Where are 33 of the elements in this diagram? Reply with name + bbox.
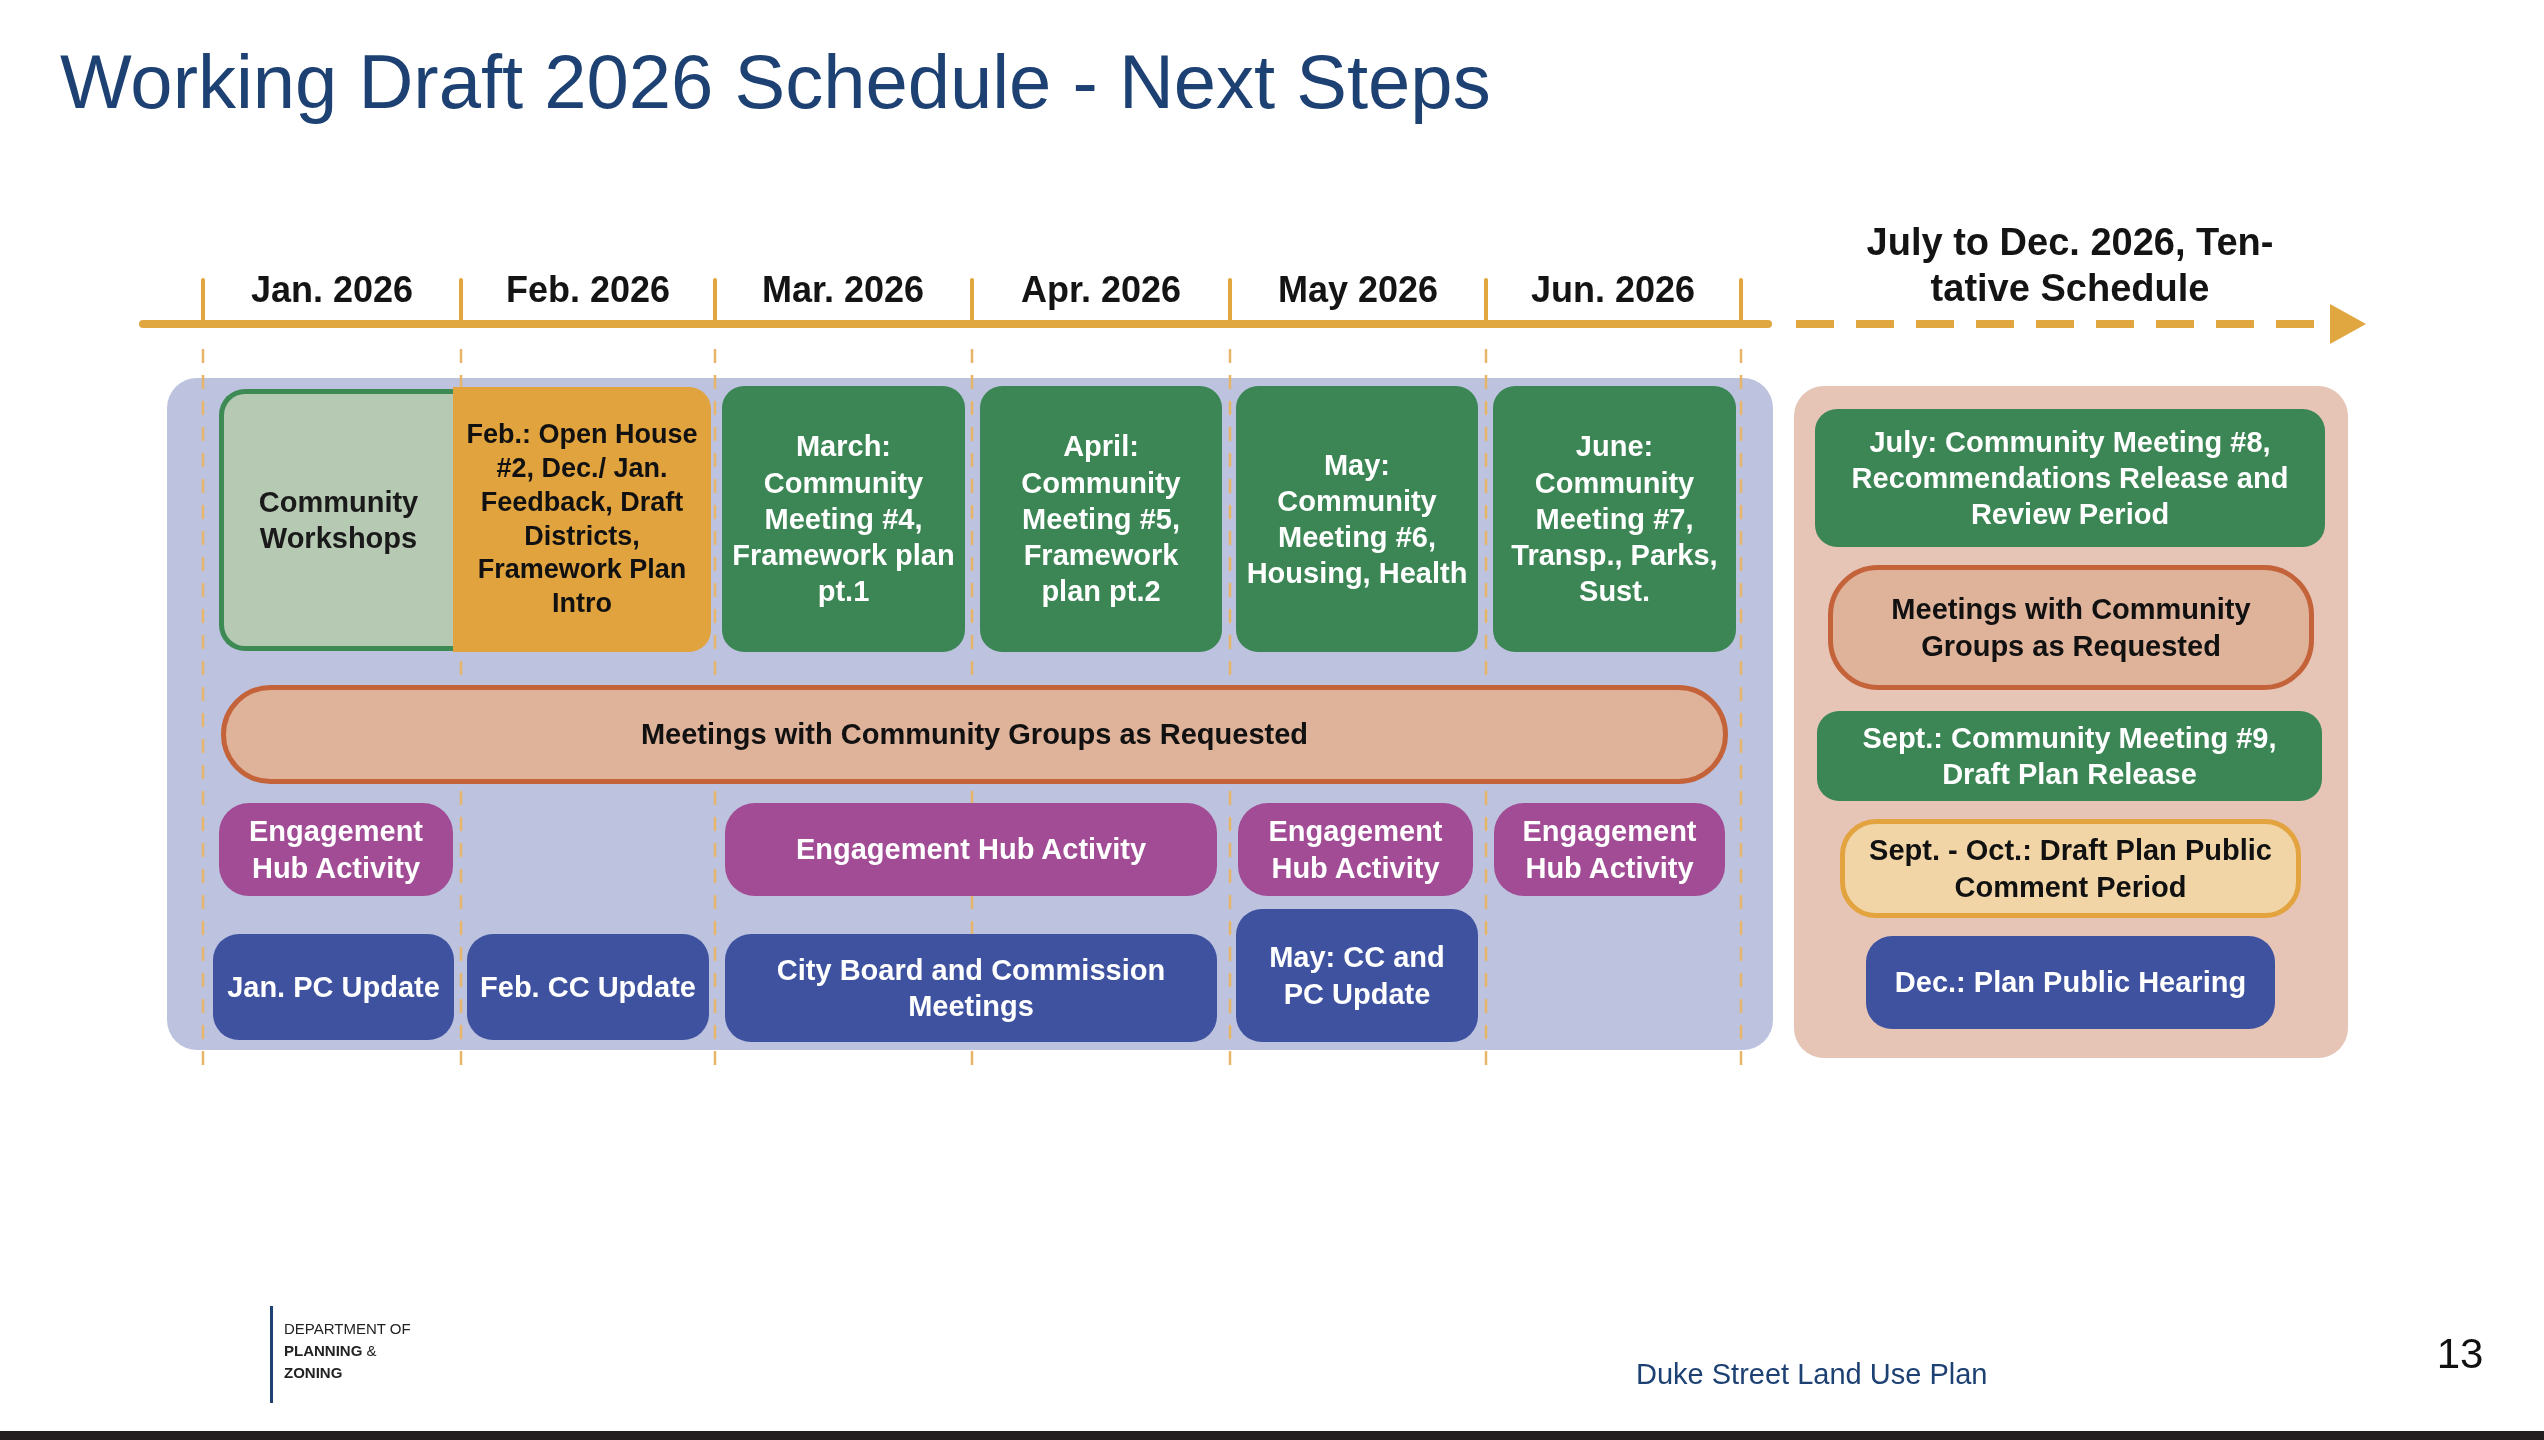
month-label: Jan. 2026 xyxy=(249,268,415,312)
update-box: City Board and Commission Meetings xyxy=(725,934,1217,1042)
update-box: May: CC and PC Update xyxy=(1236,909,1478,1042)
workshop-box: Community Workshops xyxy=(219,389,453,651)
month-label: Jun. 2026 xyxy=(1529,268,1697,312)
update-box: Jan. PC Update xyxy=(213,934,454,1040)
meeting-box: April: Community Meeting #5, Framework plan pt.2 xyxy=(980,386,1222,652)
month-label: Mar. 2026 xyxy=(760,268,926,312)
hub-activity-box: Engagement Hub Activity xyxy=(725,803,1217,896)
meeting-box: May: Community Meeting #6, Housing, Health xyxy=(1236,386,1478,652)
milestone-box: Feb.: Open House #2, Dec./ Jan. Feedback, Draft Districts, Framework Plan Intro xyxy=(453,387,711,652)
month-label: Apr. 2026 xyxy=(1019,268,1183,312)
page-number: 13 xyxy=(2435,1330,2485,1378)
schedule-panel xyxy=(1794,386,2348,1058)
schedule-panel xyxy=(167,378,1773,1050)
footer-title: Duke Street Land Use Plan xyxy=(1636,1358,1989,1391)
month-label: May 2026 xyxy=(1276,268,1440,312)
update-box: Dec.: Plan Public Hearing xyxy=(1866,936,2275,1029)
meeting-box: Sept.: Community Meeting #9, Draft Plan Release xyxy=(1817,711,2322,801)
column-heading: July to Dec. 2026, Ten-tative Schedule xyxy=(1865,220,2275,311)
slide-title: Working Draft 2026 Schedule - Next Steps xyxy=(60,38,1491,126)
meeting-box: March: Community Meeting #4, Framework plan pt.1 xyxy=(722,386,965,652)
hub-activity-box: Engagement Hub Activity xyxy=(219,803,453,896)
hub-activity-box: Engagement Hub Activity xyxy=(1238,803,1473,896)
meeting-box: July: Community Meeting #8, Recommendations Release and Review Period xyxy=(1815,409,2325,547)
department-name: DEPARTMENT OF PLANNING & ZONING xyxy=(284,1319,412,1383)
meetings-bar: Meetings with Community Groups as Requested xyxy=(221,685,1728,784)
meetings-bar: Meetings with Community Groups as Requested xyxy=(1828,565,2314,690)
month-label: Feb. 2026 xyxy=(504,268,672,312)
comment-period-box: Sept. - Oct.: Draft Plan Public Comment Period xyxy=(1840,819,2301,918)
update-box: Feb. CC Update xyxy=(467,934,709,1040)
meeting-box: June: Community Meeting #7, Transp., Parks, Sust. xyxy=(1493,386,1736,652)
hub-activity-box: Engagement Hub Activity xyxy=(1494,803,1725,896)
